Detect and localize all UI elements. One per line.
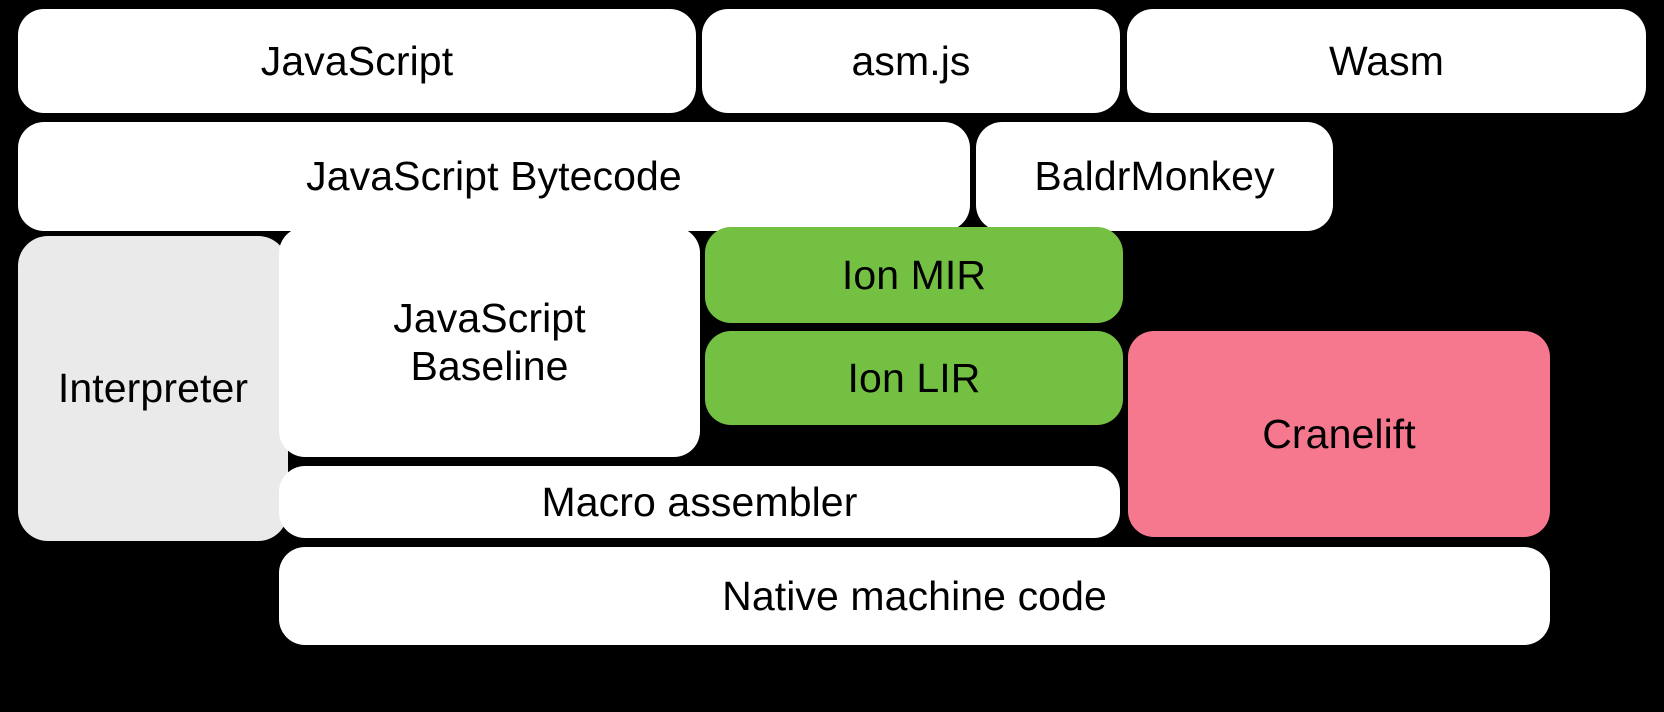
node-javascript-bytecode[interactable]: JavaScript Bytecode xyxy=(18,122,970,231)
node-wasm[interactable]: Wasm xyxy=(1127,9,1646,113)
node-javascript[interactable]: JavaScript xyxy=(18,9,696,113)
node-macro-assembler[interactable]: Macro assembler xyxy=(279,466,1120,538)
node-javascript-baseline[interactable]: JavaScript Baseline xyxy=(279,227,700,457)
node-asmjs[interactable]: asm.js xyxy=(702,9,1120,113)
node-baldrmonkey[interactable]: BaldrMonkey xyxy=(976,122,1333,231)
node-interpreter[interactable]: Interpreter xyxy=(18,236,288,541)
node-cranelift[interactable]: Cranelift xyxy=(1128,331,1550,537)
node-ion-lir[interactable]: Ion LIR xyxy=(705,331,1123,425)
node-ion-mir[interactable]: Ion MIR xyxy=(705,227,1123,323)
node-native-machine-code[interactable]: Native machine code xyxy=(279,547,1550,645)
